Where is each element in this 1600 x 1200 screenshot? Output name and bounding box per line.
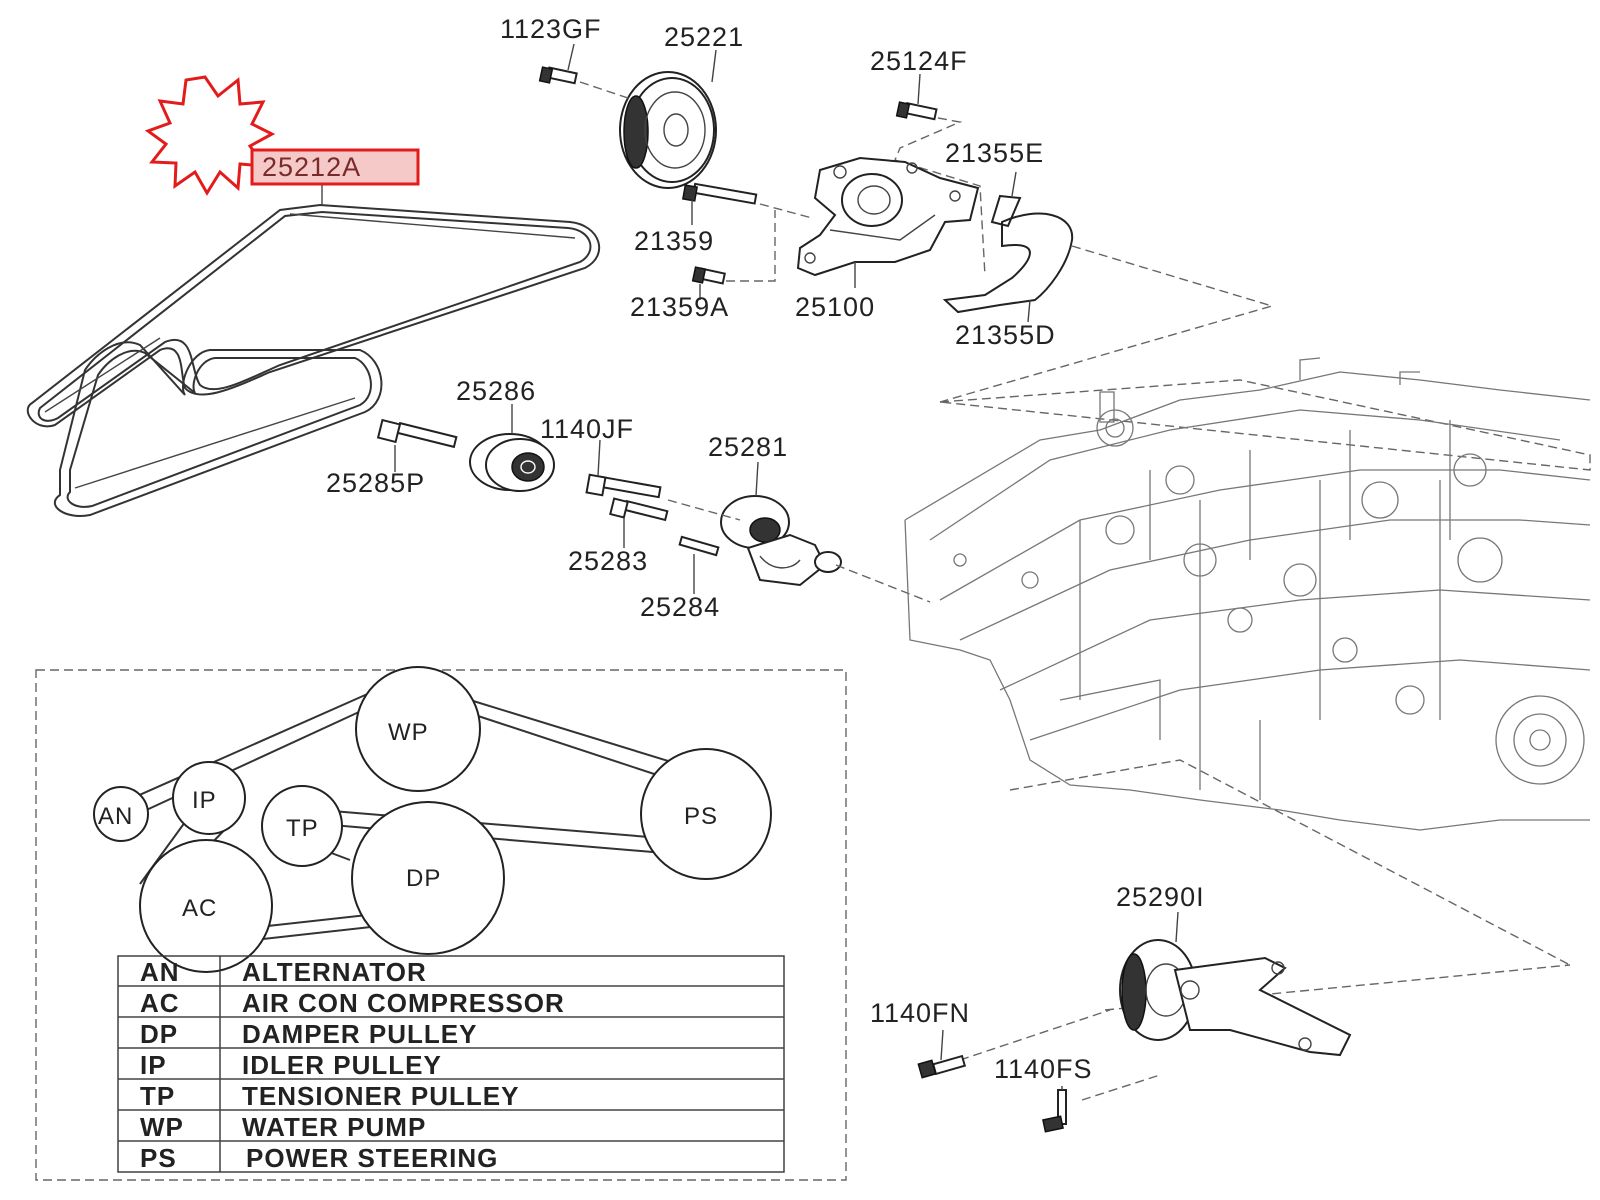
callout-1140fs[interactable]: 1140FS bbox=[994, 1054, 1093, 1084]
bolt-1140fn[interactable] bbox=[917, 1054, 967, 1079]
pulley-ac[interactable] bbox=[139, 839, 273, 973]
pulley-label-dp: DP bbox=[406, 865, 441, 892]
callout-25290i[interactable]: 25290I bbox=[1116, 882, 1205, 912]
callout-25221[interactable]: 25221 bbox=[664, 22, 744, 52]
pulley-an[interactable] bbox=[93, 786, 149, 842]
legend-code: AN bbox=[140, 957, 180, 987]
tensioner-assembly[interactable] bbox=[720, 495, 842, 587]
pulley-label-wp: WP bbox=[388, 719, 429, 746]
pulley-label-ip: IP bbox=[192, 787, 217, 814]
bolt-1123gf[interactable] bbox=[538, 66, 578, 85]
highlighted-part-number: 25212A bbox=[262, 152, 361, 182]
callout-25285p[interactable]: 25285P bbox=[326, 468, 425, 498]
pulley-dp[interactable] bbox=[351, 801, 505, 955]
callout-21355d[interactable]: 21355D bbox=[955, 320, 1056, 350]
callout-25284[interactable]: 25284 bbox=[640, 592, 720, 622]
pulley-label-tp: TP bbox=[286, 815, 319, 842]
bolt-1140fs[interactable] bbox=[1042, 1089, 1067, 1133]
pulley-tp[interactable] bbox=[261, 785, 343, 867]
pulley-ip[interactable] bbox=[172, 761, 246, 835]
legend-name: TENSIONER PULLEY bbox=[242, 1081, 519, 1111]
bolt-25124f[interactable] bbox=[895, 101, 938, 121]
callout-25286[interactable]: 25286 bbox=[456, 376, 536, 406]
pulley-label-an: AN bbox=[98, 803, 133, 830]
callout-21355e[interactable]: 21355E bbox=[945, 138, 1044, 168]
belt-routing-inset: WP IP AN PS TP DP AC AN ALTERNATOR AC AI… bbox=[35, 666, 847, 1181]
serpentine-belt[interactable] bbox=[26, 203, 601, 517]
callout-1123gf[interactable]: 1123GF bbox=[500, 14, 602, 44]
pulley-label-ps: PS bbox=[684, 803, 718, 830]
callout-21359a[interactable]: 21359A bbox=[630, 292, 729, 322]
pin-25284[interactable] bbox=[678, 535, 720, 557]
pulley-ps[interactable] bbox=[640, 748, 772, 880]
legend-code: TP bbox=[140, 1081, 175, 1111]
legend-name: IDLER PULLEY bbox=[242, 1050, 442, 1080]
pulley-wp[interactable] bbox=[355, 666, 481, 792]
bolt-25283[interactable] bbox=[609, 497, 669, 522]
gasket-21355e[interactable] bbox=[990, 194, 1022, 228]
engine-block bbox=[904, 357, 1591, 831]
bolt-25285p[interactable] bbox=[376, 418, 458, 449]
legend-code: DP bbox=[140, 1019, 178, 1049]
callout-25100[interactable]: 25100 bbox=[795, 292, 875, 322]
bolt-21359[interactable] bbox=[682, 182, 758, 205]
pulley-label-ac: AC bbox=[182, 895, 217, 922]
legend-name: AIR CON COMPRESSOR bbox=[242, 988, 565, 1018]
starburst-icon bbox=[144, 75, 276, 196]
gasket-21355d[interactable] bbox=[942, 212, 1074, 314]
legend-name: DAMPER PULLEY bbox=[242, 1019, 477, 1049]
callout-25283[interactable]: 25283 bbox=[568, 546, 648, 576]
legend-code: WP bbox=[140, 1112, 184, 1142]
callout-25124f[interactable]: 25124F bbox=[870, 46, 968, 76]
bolt-1140jf[interactable] bbox=[585, 473, 662, 499]
callout-25281[interactable]: 25281 bbox=[708, 432, 788, 462]
idler-pulley[interactable] bbox=[469, 433, 555, 492]
callout-21359[interactable]: 21359 bbox=[634, 226, 714, 256]
callout-1140fn[interactable]: 1140FN bbox=[870, 998, 970, 1028]
tensioner-25290i[interactable] bbox=[1119, 939, 1352, 1057]
bolt-21359a[interactable] bbox=[691, 266, 726, 285]
legend-name: ALTERNATOR bbox=[242, 957, 427, 987]
water-pump-pulley[interactable] bbox=[619, 71, 717, 189]
legend-code: AC bbox=[140, 988, 180, 1018]
legend-name: WATER PUMP bbox=[242, 1112, 426, 1142]
legend-table: AN ALTERNATOR AC AIR CON COMPRESSOR DP D… bbox=[117, 955, 785, 1173]
callout-1140jf[interactable]: 1140JF bbox=[540, 414, 634, 444]
legend-name: POWER STEERING bbox=[246, 1143, 498, 1173]
legend-code: IP bbox=[140, 1050, 167, 1080]
water-pump-housing[interactable] bbox=[796, 156, 980, 277]
legend-code: PS bbox=[140, 1143, 177, 1173]
highlight-box[interactable] bbox=[250, 148, 420, 186]
